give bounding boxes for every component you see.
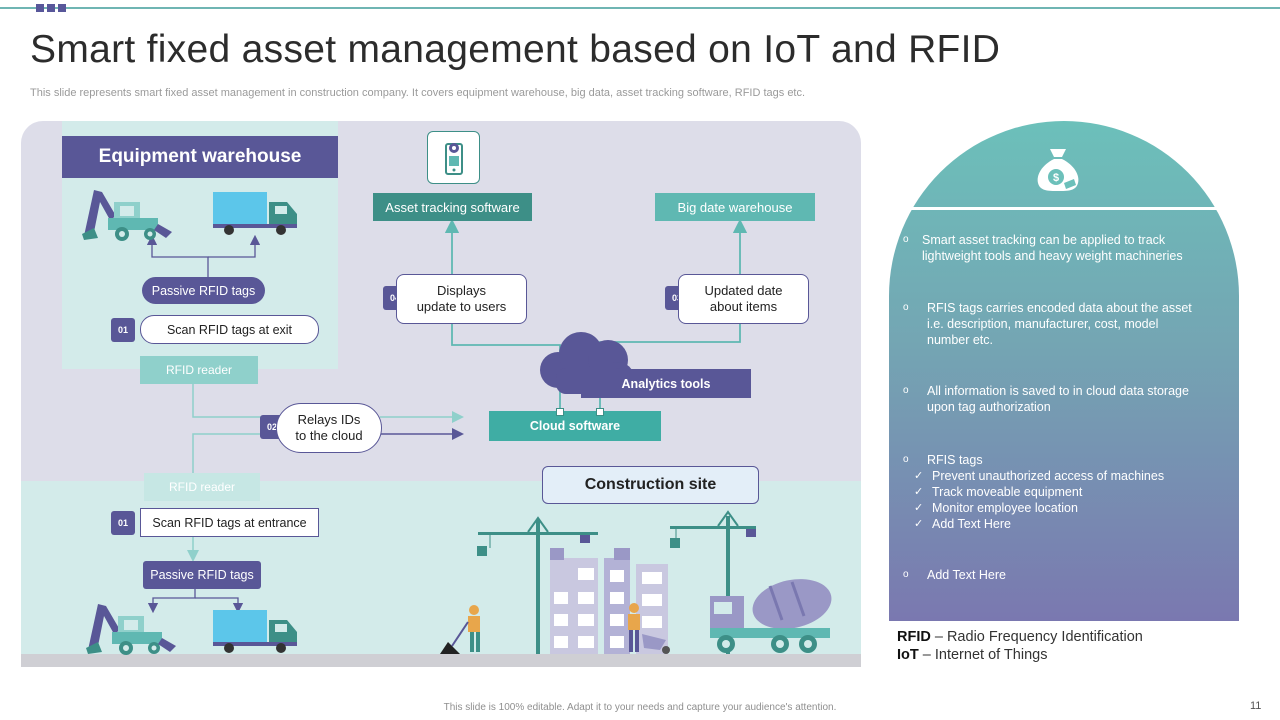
analytics-tools: Analytics tools	[581, 369, 751, 398]
worker-icon	[440, 605, 480, 654]
relays-line2: to the cloud	[295, 428, 363, 443]
page-number: 11	[1250, 700, 1262, 712]
construction-site-label: Construction site	[542, 466, 759, 504]
iot-text: – Internet of Things	[918, 647, 1048, 663]
rfid-abbr: RFID	[897, 629, 931, 645]
worker-icon	[628, 603, 670, 654]
scan-entrance-box: Scan RFID tags at entrance	[140, 508, 319, 537]
relays-line1: Relays IDs	[297, 412, 361, 427]
connector-node	[596, 408, 604, 416]
check-item: Add Text Here	[914, 516, 1223, 532]
passive-rfid-tags-bottom: Passive RFID tags	[143, 561, 261, 589]
info-item-1-line2: lightweight tools and heavy weight machi…	[922, 249, 1183, 263]
mobile-tracking-icon	[427, 131, 480, 184]
info-item-3-line2: upon tag authorization	[927, 400, 1051, 414]
bullet: o	[903, 454, 909, 465]
info-item-4: o RFIS tags Prevent unauthorized access …	[903, 452, 1223, 532]
scan-exit-box: Scan RFID tags at exit	[140, 315, 319, 344]
backhoe-icon	[86, 604, 176, 655]
info-item-2-line2: i.e. description, manufacturer, cost, mo…	[927, 317, 1159, 331]
updated-line2: about items	[709, 299, 778, 314]
info-item-3-line1: All information is saved to in cloud dat…	[927, 384, 1189, 398]
info-item-2-line3: number etc.	[927, 333, 994, 347]
page-title: Smart fixed asset management based on Io…	[30, 28, 1001, 71]
info-item-5: o Add Text Here	[903, 567, 1223, 583]
connector-node	[556, 408, 564, 416]
info-arch	[889, 121, 1239, 621]
step-number-01-entrance: 01	[111, 511, 135, 535]
info-item-2-line1: RFIS tags carries encoded data about the…	[927, 301, 1192, 315]
info-item-5-line1: Add Text Here	[927, 568, 1006, 582]
rfid-reader-top: RFID reader	[140, 356, 258, 384]
footer-note: This slide is 100% editable. Adapt it to…	[443, 702, 837, 713]
bullet: o	[903, 234, 909, 245]
cloud-software: Cloud software	[489, 411, 661, 441]
info-item-3: o All information is saved to in cloud d…	[903, 383, 1223, 415]
backhoe-icon	[82, 190, 172, 241]
ground-strip	[21, 654, 861, 667]
info-item-4-line1: RFIS tags	[927, 453, 983, 467]
page-subtitle: This slide represents smart fixed asset …	[30, 87, 806, 99]
check-item: Prevent unauthorized access of machines	[914, 468, 1223, 484]
bullet: o	[903, 302, 909, 313]
arch-divider	[889, 207, 1239, 210]
building-icon	[550, 548, 668, 654]
rfid-text: – Radio Frequency Identification	[930, 629, 1143, 645]
displays-update-box: Displays update to users	[396, 274, 527, 324]
displays-line1: Displays	[436, 283, 487, 298]
check-item: Track moveable equipment	[914, 484, 1223, 500]
bullet: o	[903, 569, 909, 580]
money-bag-icon: $	[1037, 149, 1079, 191]
updated-date-box: Updated date about items	[678, 274, 809, 324]
displays-line2: update to users	[416, 299, 507, 314]
abbreviation-definitions: RFID – Radio Frequency Identification Io…	[897, 628, 1143, 664]
step-number-01-exit: 01	[111, 318, 135, 342]
truck-icon	[213, 610, 297, 653]
warehouse-title: Equipment warehouse	[62, 136, 338, 178]
bullet: o	[903, 385, 909, 396]
top-accent-dots	[36, 4, 66, 12]
truck-icon	[213, 192, 297, 235]
rfid-reader-bottom: RFID reader	[144, 473, 260, 501]
info-item-2: o RFIS tags carries encoded data about t…	[903, 300, 1223, 348]
big-data-warehouse: Big date warehouse	[655, 193, 815, 221]
iot-abbr: IoT	[897, 647, 919, 663]
crane-icon	[670, 510, 756, 654]
cement-mixer-icon	[710, 579, 832, 653]
top-accent-line	[0, 7, 1280, 9]
info-item-1-line1: Smart asset tracking can be applied to t…	[922, 233, 1166, 247]
check-item: Monitor employee location	[914, 500, 1223, 516]
construction-scene	[440, 510, 832, 654]
asset-tracking-software: Asset tracking software	[373, 193, 532, 221]
svg-text:$: $	[1053, 172, 1059, 184]
updated-line1: Updated date	[704, 283, 783, 298]
relays-box: Relays IDs to the cloud	[276, 403, 382, 453]
info-item-1: o Smart asset tracking can be applied to…	[903, 232, 1223, 264]
crane-icon	[477, 516, 598, 654]
passive-rfid-tags-top: Passive RFID tags	[142, 277, 265, 304]
